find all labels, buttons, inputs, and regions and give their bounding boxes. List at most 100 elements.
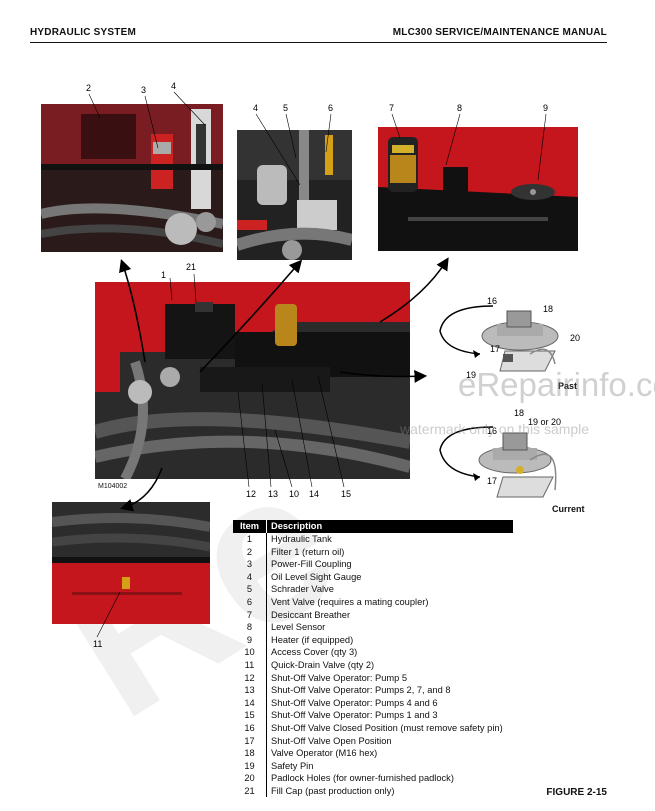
callout-past-18: 18	[543, 304, 554, 314]
item-description: Shut-Off Valve Operator: Pumps 1 and 3	[271, 710, 438, 721]
table-row: 1 Hydraulic Tank	[233, 533, 513, 546]
item-description: Safety Pin	[271, 760, 314, 771]
item-description: Shut-Off Valve Closed Position (must rem…	[271, 722, 503, 733]
item-number: 14	[233, 696, 267, 710]
callout-current-16: 16	[487, 426, 498, 436]
item-number: 5	[233, 583, 267, 596]
callout-15: 15	[341, 489, 352, 499]
callout-2: 2	[86, 83, 92, 93]
table-row: 13 Shut-Off Valve Operator: Pumps 2, 7, a…	[233, 684, 513, 697]
current-valve-diagram	[435, 415, 595, 505]
table-header: Item Description	[233, 520, 513, 533]
manual-title: MLC300 SERVICE/MAINTENANCE MANUAL	[392, 27, 607, 38]
callout-current-18: 18	[514, 408, 525, 418]
item-description: Valve Operator (M16 hex)	[271, 748, 378, 759]
callout-10: 10	[289, 489, 300, 499]
table-row: 11 Quick-Drain Valve (qty 2)	[233, 658, 513, 672]
callout-13: 13	[268, 489, 279, 499]
item-description: Schrader Valve	[271, 584, 334, 595]
item-number: 9	[233, 633, 267, 647]
item-number: 19	[233, 759, 267, 773]
past-valve-diagram	[435, 296, 595, 386]
callout-9: 9	[543, 103, 549, 113]
photo-hydraulic-tank	[95, 282, 410, 479]
item-description: Shut-Off Valve Operator: Pumps 4 and 6	[271, 697, 438, 708]
item-description: Heater (if equipped)	[271, 634, 354, 645]
table-row: 8 Level Sensor	[233, 621, 513, 634]
item-description: Level Sensor	[271, 622, 326, 633]
item-description: Shut-Off Valve Operator: Pumps 2, 7, and…	[271, 685, 451, 696]
table-row: 18 Valve Operator (M16 hex)	[233, 747, 513, 760]
callout-14: 14	[309, 489, 320, 499]
table-row: 10 Access Cover (qty 3)	[233, 646, 513, 659]
item-description: Power-Fill Coupling	[271, 559, 352, 570]
item-number: 6	[233, 595, 267, 609]
header-rule	[30, 42, 607, 43]
item-number: 17	[233, 734, 267, 748]
table-row: 14 Shut-Off Valve Operator: Pumps 4 and 6	[233, 696, 513, 710]
callout-11: 11	[93, 639, 103, 649]
header-item: Item	[233, 520, 267, 533]
item-description: Fill Cap (past production only)	[271, 785, 395, 796]
table-row: 19 Safety Pin	[233, 759, 513, 773]
item-number: 7	[233, 608, 267, 622]
photo-quick-drain	[52, 502, 210, 624]
callout-current-17: 17	[487, 476, 498, 486]
callout-6: 6	[328, 103, 334, 113]
callout-4: 4	[171, 81, 177, 91]
caption-current: Current	[552, 504, 585, 514]
item-description: Access Cover (qty 3)	[271, 647, 358, 658]
table-row: 5 Schrader Valve	[233, 583, 513, 596]
callout-5: 5	[283, 103, 289, 113]
table-row: 16 Shut-Off Valve Closed Position (must r…	[233, 721, 513, 735]
item-number: 18	[233, 747, 267, 760]
table-row: 9 Heater (if equipped)	[233, 633, 513, 647]
table-row: 4 Oil Level Sight Gauge	[233, 570, 513, 584]
item-description: Shut-Off Valve Open Position	[271, 735, 392, 746]
item-description: Filter 1 (return oil)	[271, 546, 345, 557]
item-description: Oil Level Sight Gauge	[271, 571, 362, 582]
callout-current-19-20: 19 or 20	[528, 417, 562, 427]
callout-12: 12	[246, 489, 257, 499]
item-number: 21	[233, 784, 267, 798]
item-number: 13	[233, 684, 267, 697]
item-number: 2	[233, 545, 267, 559]
callout-past-17: 17	[490, 344, 501, 354]
header-description: Description	[271, 521, 323, 531]
callout-7: 7	[389, 103, 395, 113]
caption-past: Past	[558, 381, 578, 391]
item-description: Quick-Drain Valve (qty 2)	[271, 659, 375, 670]
item-number: 1	[233, 533, 267, 546]
item-number: 12	[233, 671, 267, 685]
table-row: 20 Padlock Holes (for owner-furnished pad…	[233, 772, 513, 785]
callout-past-19: 19	[466, 370, 477, 380]
item-number: 20	[233, 772, 267, 785]
table-row: 17 Shut-Off Valve Open Position	[233, 734, 513, 748]
item-number: 16	[233, 721, 267, 735]
section-title: HYDRAULIC SYSTEM	[30, 27, 136, 38]
photo-filter	[41, 104, 223, 252]
table-row: 2 Filter 1 (return oil)	[233, 545, 513, 559]
item-description: Desiccant Breather	[271, 609, 351, 620]
table-row: 21 Fill Cap (past production only)	[233, 784, 513, 798]
callout-21: 21	[186, 262, 197, 272]
callout-1: 1	[161, 270, 167, 280]
item-number: 11	[233, 658, 267, 672]
item-table: Item Description 1 Hydraulic Tank 2 Filter …	[233, 520, 513, 798]
item-description: Padlock Holes (for owner-furnished padlo…	[271, 773, 454, 784]
callout-4b: 4	[253, 103, 259, 113]
figure-label: FIGURE 2-15	[546, 787, 607, 798]
item-number: 8	[233, 621, 267, 634]
table-row: 7 Desiccant Breather	[233, 608, 513, 622]
callout-past-20: 20	[570, 333, 581, 343]
item-number: 10	[233, 646, 267, 659]
item-number: 4	[233, 570, 267, 584]
callout-8: 8	[457, 103, 463, 113]
item-description: Hydraulic Tank	[271, 534, 332, 544]
